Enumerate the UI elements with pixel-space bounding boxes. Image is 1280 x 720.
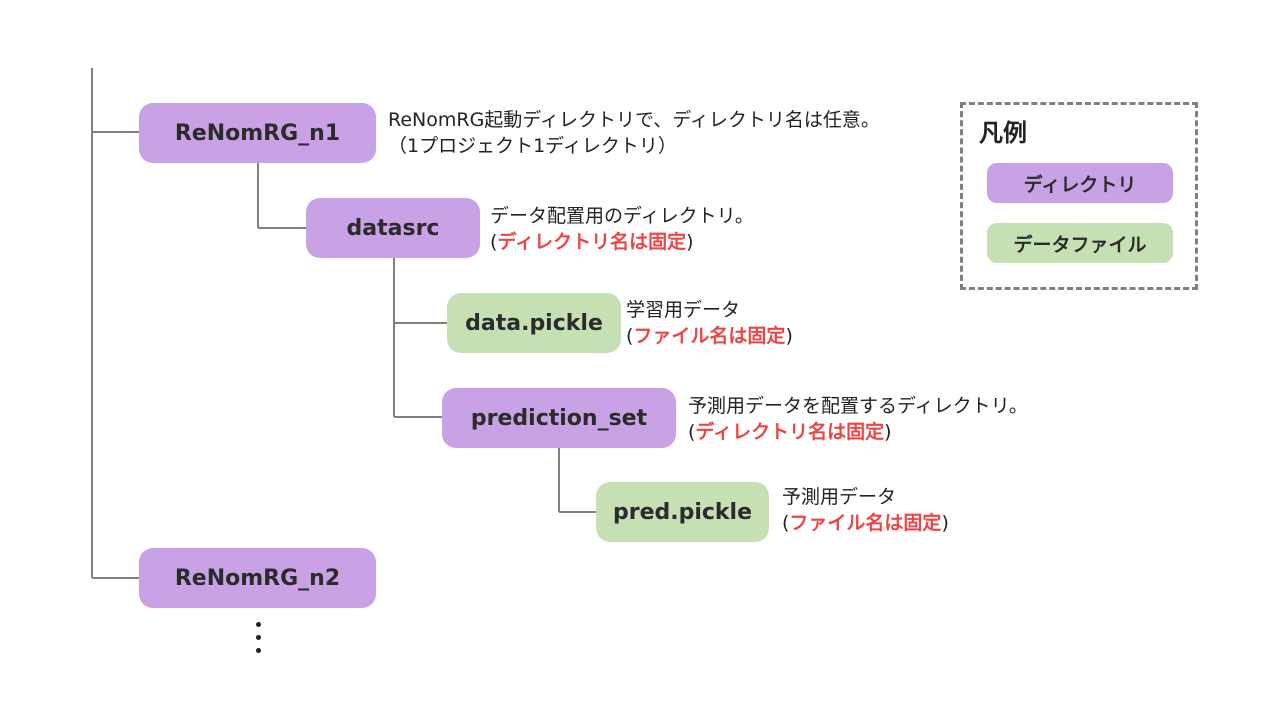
fixed-name-note: ファイル名は固定 (633, 325, 786, 347)
node-renomrg-n1: ReNomRG_n1 (139, 103, 376, 163)
paren-open: ( (626, 325, 634, 347)
desc-pred-pickle-line1: 予測用データ (782, 486, 897, 508)
desc-prediction-set-line2: (ディレクトリ名は固定) (688, 419, 1028, 445)
node-renomrg-n2: ReNomRG_n2 (139, 548, 376, 608)
legend-title: 凡例 (979, 119, 1027, 147)
desc-data-pickle: 学習用データ (ファイル名は固定) (626, 297, 793, 349)
legend-box: 凡例 ディレクトリ データファイル (960, 102, 1198, 290)
fixed-name-note: ディレクトリ名は固定 (695, 421, 885, 443)
desc-renomrg-n1-line2: （1プロジェクト1ディレクトリ） (388, 135, 677, 157)
more-items-ellipsis-icon (256, 622, 262, 661)
desc-renomrg-n1-line1: ReNomRG起動ディレクトリで、ディレクトリ名は任意。 (388, 109, 880, 131)
legend-file-swatch: データファイル (987, 223, 1173, 263)
desc-renomrg-n1: ReNomRG起動ディレクトリで、ディレクトリ名は任意。 （1プロジェクト1ディ… (388, 107, 880, 159)
paren-close: ) (785, 325, 793, 347)
node-data-pickle: data.pickle (447, 293, 621, 353)
paren-close: ) (884, 421, 892, 443)
desc-prediction-set: 予測用データを配置するディレクトリ。 (ディレクトリ名は固定) (688, 393, 1028, 445)
paren-close: ) (941, 512, 949, 534)
desc-pred-pickle-line2: (ファイル名は固定) (782, 510, 949, 536)
node-pred-pickle: pred.pickle (596, 482, 769, 542)
desc-datasrc: データ配置用のディレクトリ。 (ディレクトリ名は固定) (490, 203, 754, 255)
node-prediction-set: prediction_set (442, 388, 676, 448)
paren-open: ( (490, 231, 498, 253)
paren-close: ) (686, 231, 694, 253)
node-datasrc: datasrc (306, 198, 480, 258)
desc-datasrc-line2: (ディレクトリ名は固定) (490, 229, 754, 255)
desc-pred-pickle: 予測用データ (ファイル名は固定) (782, 484, 949, 536)
paren-open: ( (782, 512, 790, 534)
fixed-name-note: ディレクトリ名は固定 (497, 231, 687, 253)
desc-datasrc-line1: データ配置用のディレクトリ。 (490, 205, 754, 227)
fixed-name-note: ファイル名は固定 (789, 512, 942, 534)
legend-directory-swatch: ディレクトリ (987, 163, 1173, 203)
desc-data-pickle-line1: 学習用データ (626, 299, 741, 321)
desc-data-pickle-line2: (ファイル名は固定) (626, 323, 793, 349)
paren-open: ( (688, 421, 696, 443)
desc-prediction-set-line1: 予測用データを配置するディレクトリ。 (688, 395, 1028, 417)
